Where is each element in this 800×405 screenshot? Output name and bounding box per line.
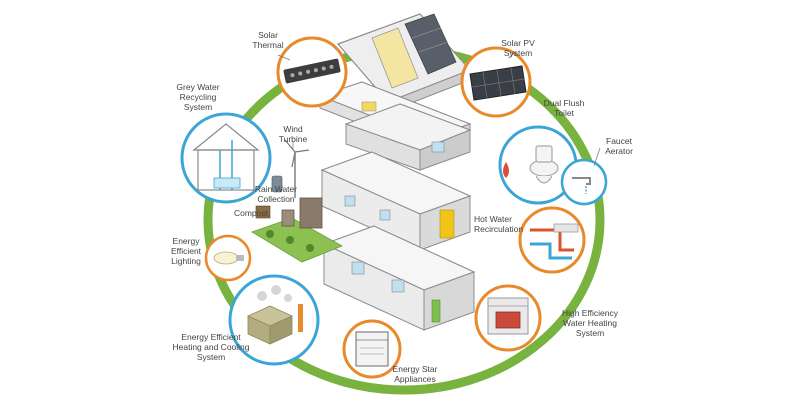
upper-roof	[344, 103, 472, 171]
wind-turbine-icon	[284, 139, 310, 198]
leader-lines	[277, 51, 601, 167]
appliance-icon	[342, 319, 402, 379]
middle-floor	[320, 151, 472, 251]
water-heater-icon	[474, 284, 542, 352]
roof-panel	[336, 13, 472, 113]
rain-barrel-icon	[271, 175, 283, 193]
solar-thermal-panel-icon	[276, 36, 348, 108]
label-compost: Compost	[233, 208, 268, 218]
light-bulb-icon	[204, 234, 252, 282]
hot-water-pipe-icon	[518, 206, 586, 274]
house-illustration	[251, 13, 476, 331]
hvac-unit-icon	[228, 274, 320, 366]
grey-water-house-icon	[180, 112, 272, 204]
ground-floor	[322, 225, 476, 331]
compost-bin-icon	[255, 205, 271, 219]
garden-yard	[251, 197, 343, 263]
faucet-drop-icon	[503, 162, 509, 178]
faucet-icon	[560, 158, 608, 206]
solar-pv-panel-icon	[460, 46, 532, 118]
